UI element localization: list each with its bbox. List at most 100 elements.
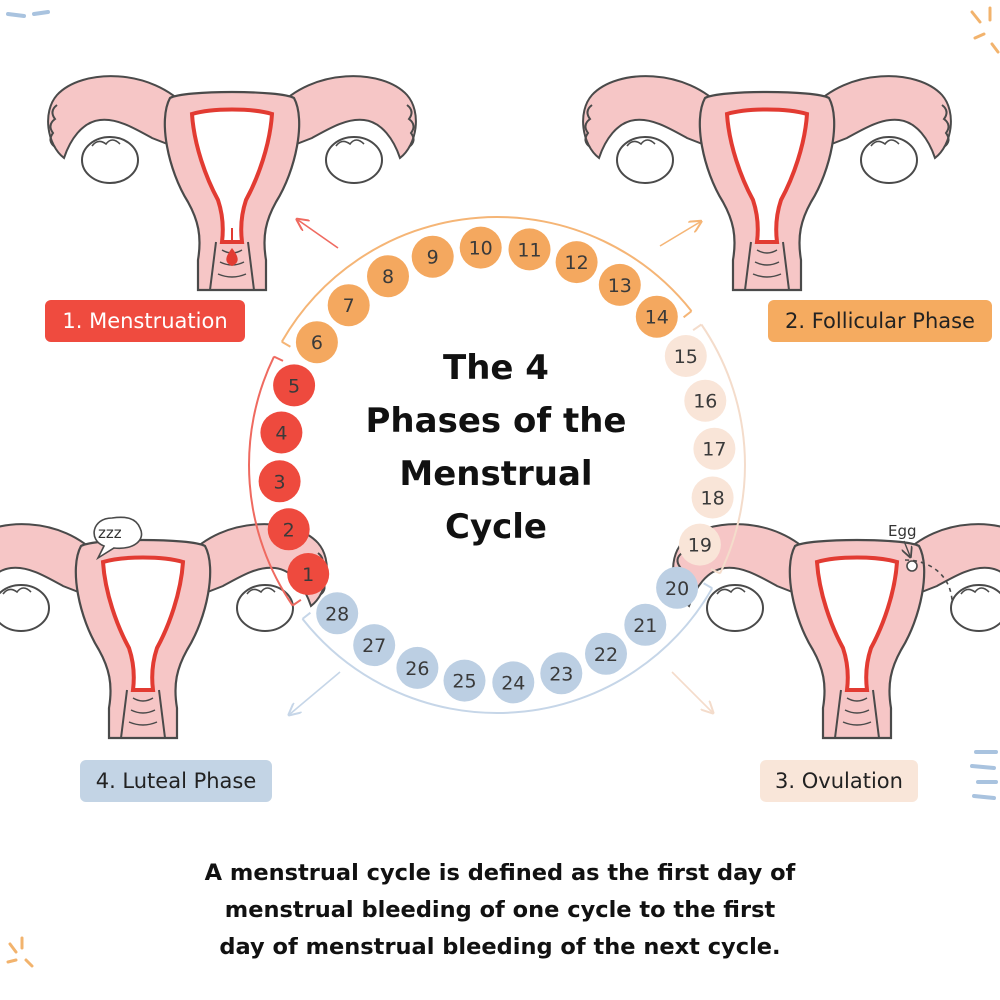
day-24: 24 xyxy=(492,661,535,704)
dash-decoration-icon xyxy=(6,10,998,800)
phase-label-luteal: 4. Luteal Phase xyxy=(80,760,272,802)
day-circle xyxy=(459,226,502,269)
day-number: 17 xyxy=(702,439,726,461)
follicular-uterus-illustration-icon xyxy=(581,74,953,292)
day-circle xyxy=(508,228,551,271)
day-21: 21 xyxy=(624,603,667,646)
title-line-2: Phases of the xyxy=(366,401,627,441)
day-circle xyxy=(396,646,439,689)
day-7: 7 xyxy=(327,284,370,327)
day-circle xyxy=(295,321,338,364)
day-number: 12 xyxy=(565,252,589,274)
day-number: 10 xyxy=(469,238,493,260)
day-circle xyxy=(353,624,396,667)
day-28: 28 xyxy=(316,592,359,635)
egg-icon xyxy=(906,560,918,572)
title-line-4: Cycle xyxy=(445,507,547,547)
day-circle xyxy=(684,379,727,422)
day-circle xyxy=(585,632,627,675)
day-circle xyxy=(267,508,310,551)
day-number: 25 xyxy=(452,671,476,693)
day-circle xyxy=(492,661,535,704)
menstruation-arc xyxy=(248,356,294,607)
day-number: 21 xyxy=(633,615,657,637)
center-title: The 4 Phases of the Menstrual Cycle xyxy=(366,348,627,547)
day-number: 23 xyxy=(549,663,573,685)
day-circle xyxy=(555,241,598,284)
day-11: 11 xyxy=(508,228,551,271)
day-number: 24 xyxy=(501,672,525,694)
menstruation-uterus-illustration-icon xyxy=(46,74,418,292)
day-circle xyxy=(258,460,301,503)
day-circle xyxy=(260,411,303,454)
day-number: 11 xyxy=(517,239,541,261)
day-23: 23 xyxy=(540,652,583,695)
svg-text:2. Follicular Phase: 2. Follicular Phase xyxy=(785,309,975,333)
svg-text:1. Menstruation: 1. Menstruation xyxy=(62,309,227,333)
svg-text:3. Ovulation: 3. Ovulation xyxy=(775,769,903,793)
arc-end-tick xyxy=(273,355,284,362)
luteal-uterus-illustration-icon: zzz xyxy=(0,516,329,740)
caption-line-1: A menstrual cycle is defined as the firs… xyxy=(205,860,796,886)
day-27: 27 xyxy=(353,624,396,667)
day-circle xyxy=(624,603,667,646)
day-circle xyxy=(664,335,707,377)
arrow-to-ovulation-icon xyxy=(671,671,712,712)
day-17: 17 xyxy=(693,427,736,470)
day-circle xyxy=(540,652,583,695)
phase-arrows xyxy=(290,220,712,714)
day-number: 15 xyxy=(674,346,698,368)
day-circle xyxy=(367,255,409,298)
day-circle xyxy=(443,659,486,702)
day-number: 27 xyxy=(362,635,386,657)
day-number: 22 xyxy=(594,644,618,666)
day-4: 4 xyxy=(260,411,303,454)
day-1: 1 xyxy=(287,553,330,595)
phase-label-follicular: 2. Follicular Phase xyxy=(768,300,992,342)
day-19: 19 xyxy=(678,523,721,566)
egg-label: Egg xyxy=(888,522,917,540)
day-number: 1 xyxy=(302,564,314,586)
day-number: 20 xyxy=(665,578,689,600)
day-number: 5 xyxy=(288,375,300,397)
day-circle xyxy=(598,263,641,306)
day-number: 19 xyxy=(688,535,712,557)
day-circle xyxy=(693,427,736,470)
title-line-1: The 4 xyxy=(443,348,549,388)
day-number: 9 xyxy=(427,247,439,269)
title-line-3: Menstrual xyxy=(399,454,592,494)
day-3: 3 xyxy=(258,460,301,503)
arc-end-tick xyxy=(692,323,702,332)
day-13: 13 xyxy=(598,263,641,306)
caption: A menstrual cycle is defined as the firs… xyxy=(205,860,796,960)
day-number: 7 xyxy=(343,295,355,317)
arrow-to-luteal-icon xyxy=(290,671,341,714)
day-number: 26 xyxy=(405,658,429,680)
day-26: 26 xyxy=(396,646,439,689)
day-circle xyxy=(287,553,330,595)
day-16: 16 xyxy=(684,379,727,422)
day-number: 3 xyxy=(274,471,286,493)
day-15: 15 xyxy=(664,335,707,377)
day-8: 8 xyxy=(367,255,409,298)
day-5: 5 xyxy=(273,364,316,407)
phase-arcs xyxy=(248,216,746,714)
day-circle xyxy=(411,235,454,278)
day-6: 6 xyxy=(295,321,338,364)
arc-end-tick xyxy=(281,340,291,348)
follicular-arc xyxy=(280,216,693,343)
day-number: 18 xyxy=(701,488,725,510)
day-22: 22 xyxy=(585,632,627,675)
svg-text:4. Luteal Phase: 4. Luteal Phase xyxy=(96,769,257,793)
caption-line-3: day of menstrual bleeding of the next cy… xyxy=(219,934,780,960)
zzz-label: zzz xyxy=(98,524,122,542)
day-number: 4 xyxy=(275,423,287,445)
day-circle xyxy=(635,295,678,338)
day-20: 20 xyxy=(656,566,699,609)
sparkle-decoration-icon xyxy=(6,6,1000,968)
day-2: 2 xyxy=(267,508,310,551)
arrow-to-follicular-icon xyxy=(659,222,700,247)
day-12: 12 xyxy=(555,241,598,284)
arc-end-tick xyxy=(710,568,721,575)
